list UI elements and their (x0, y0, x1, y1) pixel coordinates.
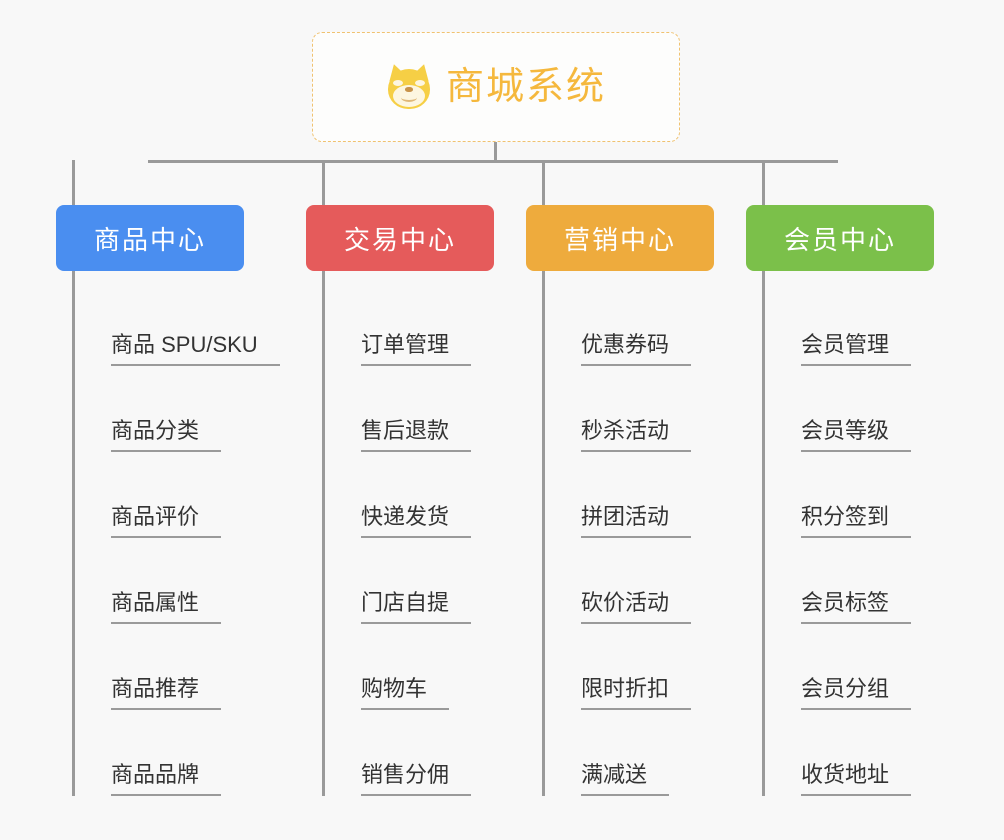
branch-trade-center: 交易中心订单管理售后退款快递发货门店自提购物车销售分佣 (306, 205, 571, 796)
branch-item-label: 快递发货 (361, 504, 472, 538)
branch-header-member-center[interactable]: 会员中心 (746, 205, 934, 271)
branch-item[interactable]: 会员标签 (765, 538, 1004, 624)
branch-item-label: 会员分组 (801, 676, 912, 710)
branch-item[interactable]: 积分签到 (765, 452, 1004, 538)
branch-item-label: 拼团活动 (581, 504, 692, 538)
branch-item[interactable]: 满减送 (545, 710, 791, 796)
branch-item-label: 销售分佣 (361, 762, 472, 796)
branch-item-label: 商品评价 (111, 504, 222, 538)
branch-item-label: 售后退款 (361, 418, 472, 452)
branch-item[interactable]: 收货地址 (765, 710, 1004, 796)
branch-product-center: 商品中心商品 SPU/SKU 商品分类商品评价商品属性商品推荐商品品牌 (56, 205, 351, 796)
branch-item-label: 满减送 (581, 762, 670, 796)
branch-item-label: 购物车 (361, 676, 450, 710)
connector-root-stem (494, 142, 497, 163)
branch-item-label: 商品推荐 (111, 676, 222, 710)
branch-item-label: 收货地址 (801, 762, 912, 796)
branch-items-product-center: 商品 SPU/SKU 商品分类商品评价商品属性商品推荐商品品牌 (72, 271, 351, 796)
branch-item[interactable]: 砍价活动 (545, 538, 791, 624)
branch-item-label: 积分签到 (801, 504, 912, 538)
branch-item-label: 秒杀活动 (581, 418, 692, 452)
branch-item-label: 门店自提 (361, 590, 472, 624)
branch-item-label: 商品分类 (111, 418, 222, 452)
connector-drop-product-center (72, 160, 75, 205)
branch-item-label: 会员管理 (801, 332, 912, 366)
branch-item[interactable]: 门店自提 (325, 538, 571, 624)
branch-item[interactable]: 限时折扣 (545, 624, 791, 710)
branch-header-product-center[interactable]: 商品中心 (56, 205, 244, 271)
branch-item-label: 砍价活动 (581, 590, 692, 624)
branch-marketing-center: 营销中心优惠券码秒杀活动拼团活动砍价活动限时折扣满减送 (526, 205, 791, 796)
connector-drop-marketing-center (542, 160, 545, 205)
branch-item[interactable]: 拼团活动 (545, 452, 791, 538)
branch-item[interactable]: 秒杀活动 (545, 366, 791, 452)
branch-item[interactable]: 会员分组 (765, 624, 1004, 710)
branch-item[interactable]: 会员等级 (765, 366, 1004, 452)
root-title: 商城系统 (445, 66, 606, 108)
branch-item[interactable]: 会员管理 (765, 280, 1004, 366)
branch-item[interactable]: 商品分类 (75, 366, 351, 452)
connector-drop-trade-center (322, 160, 325, 205)
branch-items-member-center: 会员管理会员等级积分签到会员标签会员分组收货地址 (762, 271, 1004, 796)
root-node[interactable]: 商城系统 (312, 32, 680, 142)
branch-item-label: 订单管理 (361, 332, 472, 366)
branch-items-trade-center: 订单管理售后退款快递发货门店自提购物车销售分佣 (322, 271, 571, 796)
branch-item-label: 商品属性 (111, 590, 222, 624)
branch-item[interactable]: 商品评价 (75, 452, 351, 538)
branch-item[interactable]: 商品 SPU/SKU (75, 280, 351, 366)
branch-item-label: 优惠券码 (581, 332, 692, 366)
connector-horizontal-bus (148, 160, 838, 163)
connector-drop-member-center (762, 160, 765, 205)
branch-header-trade-center[interactable]: 交易中心 (306, 205, 494, 271)
branch-header-marketing-center[interactable]: 营销中心 (526, 205, 714, 271)
branch-item[interactable]: 购物车 (325, 624, 571, 710)
branch-item[interactable]: 优惠券码 (545, 280, 791, 366)
branch-item[interactable]: 商品属性 (75, 538, 351, 624)
branch-items-marketing-center: 优惠券码秒杀活动拼团活动砍价活动限时折扣满减送 (542, 271, 791, 796)
shiba-dog-face-icon (385, 61, 433, 110)
branch-item[interactable]: 订单管理 (325, 280, 571, 366)
branch-item-label: 限时折扣 (581, 676, 692, 710)
branch-item[interactable]: 销售分佣 (325, 710, 571, 796)
branch-item[interactable]: 快递发货 (325, 452, 571, 538)
branch-item-label: 会员等级 (801, 418, 912, 452)
branch-item[interactable]: 售后退款 (325, 366, 571, 452)
branch-item[interactable]: 商品品牌 (75, 710, 351, 796)
branch-item-label: 会员标签 (801, 590, 912, 624)
branch-item-label: 商品 SPU/SKU (111, 332, 280, 366)
branch-item-label: 商品品牌 (111, 762, 222, 796)
branch-item[interactable]: 商品推荐 (75, 624, 351, 710)
branch-member-center: 会员中心会员管理会员等级积分签到会员标签会员分组收货地址 (746, 205, 1004, 796)
